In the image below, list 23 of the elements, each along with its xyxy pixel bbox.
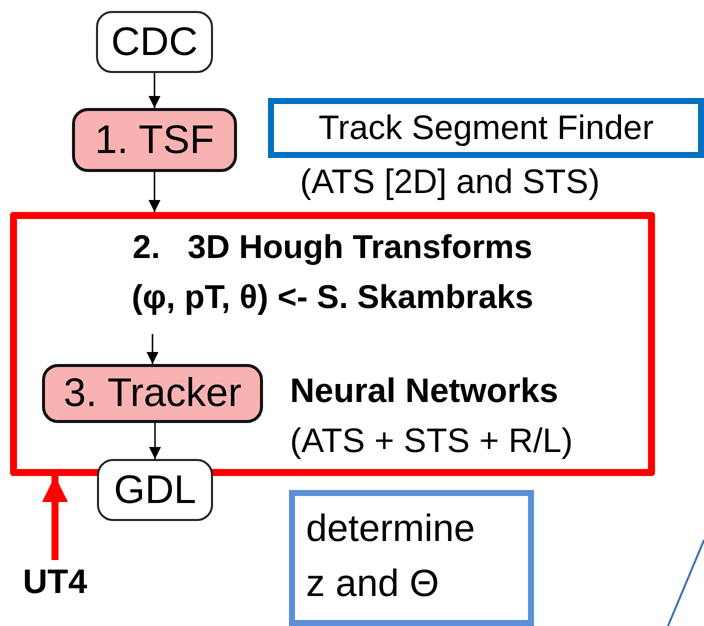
- subtitle-text: (ATS [2D] and STS): [300, 163, 600, 202]
- method-text: Neural Networks: [290, 372, 558, 411]
- note-box: [289, 490, 534, 626]
- arrow: [148, 172, 160, 212]
- stage-heading: 2. 3D Hough Transforms (φ, pT, θ) <- S. Skambraks: [130, 227, 534, 317]
- arrow: [42, 476, 68, 560]
- node-label: 1. TSF: [94, 116, 216, 164]
- process-box: [72, 108, 237, 172]
- process-box: [96, 11, 213, 73]
- node-label: 3. Tracker: [62, 370, 242, 417]
- node-label: CDC: [110, 18, 199, 66]
- arrow: [146, 334, 158, 364]
- node-label: GDL: [112, 466, 198, 514]
- node-label: determine z and Θ: [306, 507, 476, 608]
- arrow: [149, 423, 161, 459]
- detail-text: (ATS + STS + R/L): [290, 422, 573, 461]
- stage-label: UT4: [22, 562, 88, 602]
- node-label: Track Segment Finder: [317, 108, 655, 148]
- stage-frame: [10, 212, 655, 476]
- process-box: [97, 459, 213, 521]
- arrow: [148, 73, 160, 108]
- process-box: [42, 364, 263, 423]
- label-box: [268, 98, 704, 158]
